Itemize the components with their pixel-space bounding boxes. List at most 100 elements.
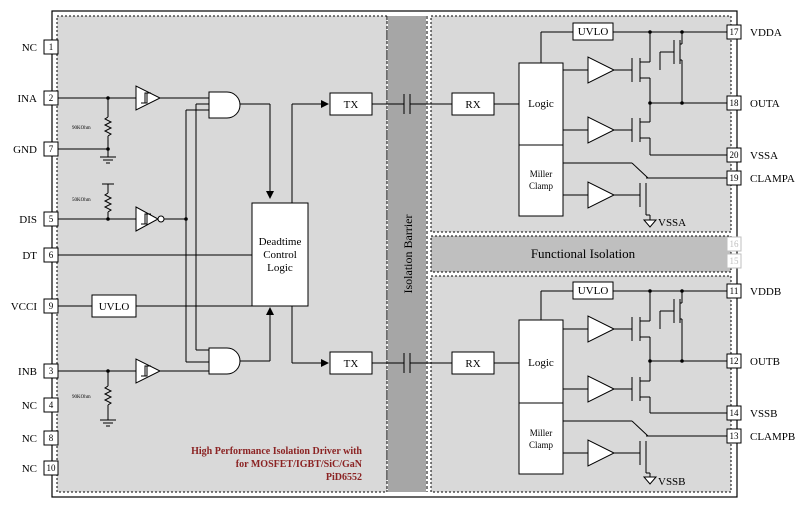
clamp-driver-a [587, 181, 616, 209]
right-pin-13: 13 CLAMPB [726, 428, 795, 444]
svg-text:VDDB: VDDB [750, 286, 781, 298]
ground-symbol-1 [100, 156, 116, 164]
svg-text:9: 9 [49, 301, 54, 311]
dis-resistor-label: 50KOhm [72, 198, 91, 203]
dis-pullup-resistor [103, 192, 113, 213]
output-transistors-b [631, 291, 683, 413]
right-pin-15: 15 [726, 253, 742, 269]
miller-label-b2: Clamp [529, 440, 553, 450]
svg-text:5: 5 [49, 214, 54, 224]
ina-resistor-label: 90KOhm [72, 126, 91, 131]
svg-text:NC: NC [22, 400, 37, 412]
svg-text:INA: INA [17, 93, 37, 105]
svg-text:NC: NC [22, 463, 37, 475]
svg-text:CLAMPB: CLAMPB [750, 431, 795, 443]
ground-symbol-2 [100, 419, 116, 427]
uvlo-label-a: UVLO [578, 26, 609, 38]
left-pin-5: 5 DIS [19, 211, 59, 227]
left-pin-2: 2 INA [17, 90, 59, 106]
svg-text:VCCI: VCCI [11, 301, 38, 313]
left-pin-9: 9 VCCI [11, 298, 59, 314]
svg-text:20: 20 [730, 150, 740, 160]
channel-b-panel [430, 275, 732, 493]
right-pin-20: 20 VSSA [726, 147, 778, 163]
right-pin-19: 19 CLAMPA [726, 170, 795, 186]
right-pin-11: 11 VDDB [726, 283, 781, 299]
svg-text:16: 16 [730, 239, 740, 249]
svg-text:3: 3 [49, 366, 54, 376]
svg-text:18: 18 [730, 98, 740, 108]
ina-pulldown-resistor [103, 116, 113, 137]
inb-pulldown-resistor [103, 385, 113, 406]
clamp-driver-b [587, 439, 616, 467]
left-pin-1: 1 NC [22, 39, 59, 55]
uvlo-label-b: UVLO [578, 285, 609, 297]
inb-resistor-label: 90KOhm [72, 395, 91, 400]
and-gate-b [208, 347, 241, 375]
svg-text:OUTA: OUTA [750, 98, 780, 110]
vssa-ground-label: VSSA [658, 217, 686, 229]
svg-text:10: 10 [47, 463, 57, 473]
svg-text:INB: INB [18, 366, 37, 378]
svg-text:15: 15 [730, 256, 740, 266]
and-gate-a [208, 91, 241, 119]
rx-label-b: RX [465, 358, 480, 370]
miller-label-a2: Clamp [529, 181, 553, 191]
driver-a-high [587, 56, 616, 84]
driver-b-high [587, 315, 616, 343]
svg-text:19: 19 [730, 173, 740, 183]
svg-text:NC: NC [22, 433, 37, 445]
svg-text:2: 2 [49, 93, 54, 103]
left-pin-6: 6 DT [22, 247, 59, 263]
tx-label-b: TX [344, 358, 359, 370]
svg-text:12: 12 [730, 356, 739, 366]
left-pin-3: 3 INB [18, 363, 59, 379]
svg-text:OUTB: OUTB [750, 356, 780, 368]
right-pin-12: 12 OUTB [726, 353, 780, 369]
deadtime-control-logic-block [251, 202, 309, 307]
svg-text:4: 4 [49, 400, 54, 410]
right-pin-16: 16 [726, 236, 742, 252]
rx-label-a: RX [465, 99, 480, 111]
svg-text:14: 14 [730, 408, 740, 418]
svg-text:8: 8 [49, 433, 54, 443]
vssb-ground-label: VSSB [658, 476, 686, 488]
svg-text:13: 13 [730, 431, 740, 441]
functional-isolation-band [430, 235, 732, 273]
svg-text:6: 6 [49, 250, 54, 260]
svg-text:NC: NC [22, 42, 37, 54]
svg-text:VDDA: VDDA [750, 27, 782, 39]
right-pin-14: 14 VSSB [726, 405, 778, 421]
diagram-title-line-1: High Performance Isolation Driver with [191, 446, 362, 457]
svg-text:DIS: DIS [19, 214, 37, 226]
vssb-ground-symbol [642, 476, 658, 485]
left-pin-10: 10 NC [22, 460, 59, 476]
svg-text:CLAMPA: CLAMPA [750, 173, 795, 185]
output-transistors-a [631, 32, 683, 155]
miller-label-a1: Miller [530, 169, 553, 179]
miller-label-b1: Miller [530, 428, 553, 438]
driver-b-low [587, 375, 616, 403]
right-pin-18: 18 OUTA [726, 95, 780, 111]
svg-text:VSSA: VSSA [750, 150, 778, 162]
svg-text:1: 1 [49, 42, 54, 52]
tx-label-a: TX [344, 99, 359, 111]
diagram-title-line-2: for MOSFET/IGBT/SiC/GaN [236, 459, 363, 470]
logic-miller-block-b [518, 319, 564, 475]
logic-miller-block-a [518, 62, 564, 217]
driver-a-low [587, 116, 616, 144]
left-pin-7: 7 GND [13, 141, 59, 157]
isolation-barrier-band [388, 16, 426, 492]
deadtime-label-2: Control [263, 249, 297, 261]
deadtime-label-1: Deadtime [259, 236, 302, 248]
svg-text:DT: DT [22, 250, 37, 262]
logic-label-a: Logic [528, 98, 554, 110]
left-pin-4: 4 NC [22, 397, 59, 413]
isolation-barrier-label: Isolation Barrier [401, 215, 415, 294]
svg-text:7: 7 [49, 144, 54, 154]
logic-label-b: Logic [528, 357, 554, 369]
diagram-title-line-3: PiD6552 [326, 472, 362, 483]
dis-schmitt-inverter [135, 206, 165, 232]
inb-schmitt-buffer [135, 358, 162, 384]
